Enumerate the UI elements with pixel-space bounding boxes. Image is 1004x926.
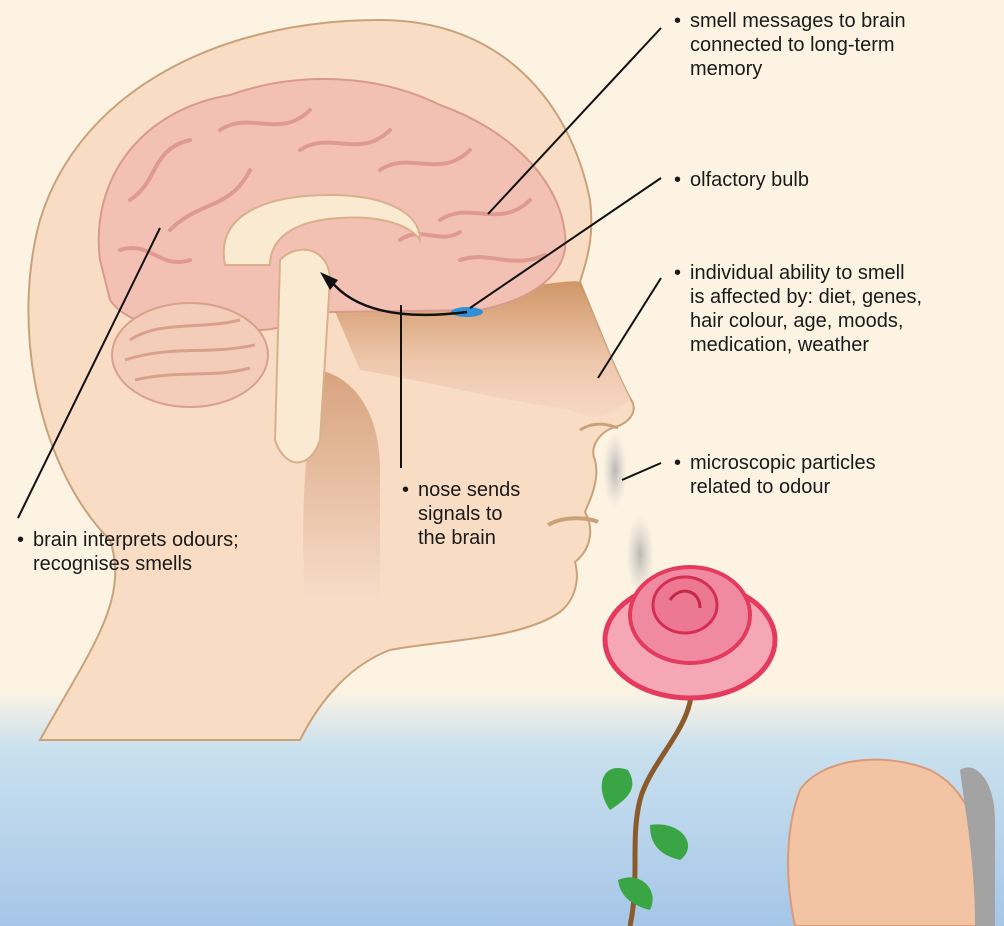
bullet: •	[674, 168, 681, 192]
label-nose-signals: • nose sends signals to the brain	[418, 478, 520, 550]
bullet: •	[674, 451, 681, 475]
label-olfactory-bulb: • olfactory bulb	[690, 168, 809, 192]
label-brain-interprets: • brain interprets odours; recognises sm…	[33, 528, 239, 576]
bullet: •	[674, 261, 681, 285]
label-individual-ability: • individual ability to smell is affecte…	[690, 261, 922, 357]
bullet: •	[17, 528, 24, 552]
label-smell-memory: • smell messages to brain connected to l…	[690, 9, 906, 81]
cerebellum	[112, 303, 268, 407]
odour-smoke	[603, 432, 627, 508]
bullet: •	[402, 478, 409, 502]
label-particles: • microscopic particles related to odour	[690, 451, 876, 499]
bullet: •	[674, 9, 681, 33]
